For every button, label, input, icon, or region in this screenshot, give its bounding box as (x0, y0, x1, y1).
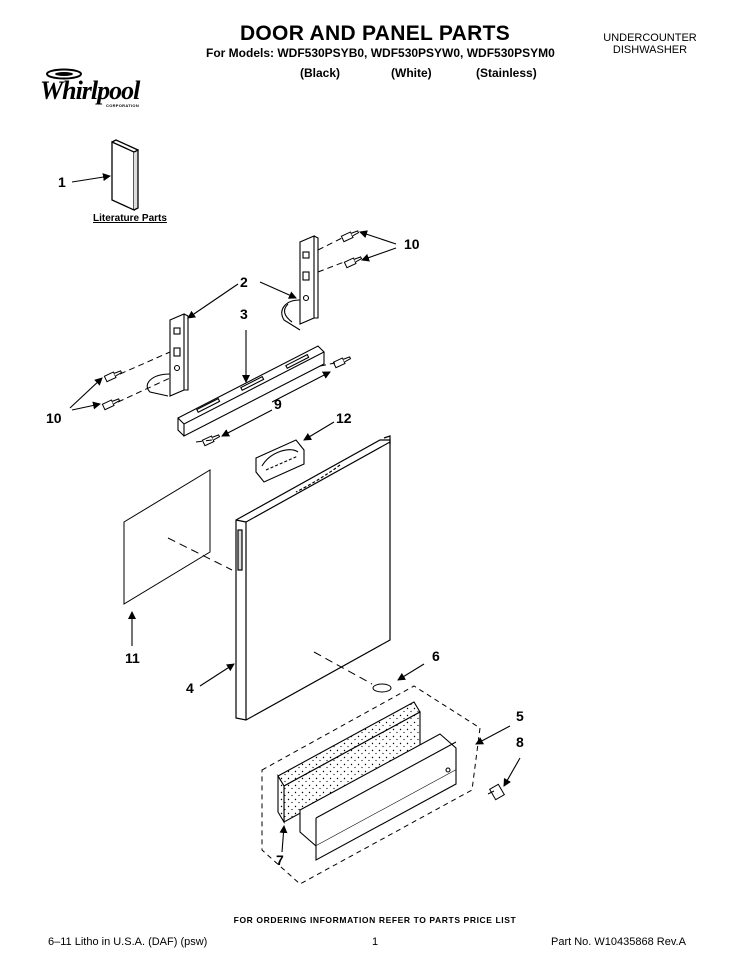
callout-3: 3 (240, 306, 248, 322)
callout-10-top: 10 (404, 236, 420, 252)
right-door-bracket (281, 235, 319, 331)
door-handle (255, 439, 305, 483)
variant-white: (White) (391, 66, 432, 80)
part-number: Part No. W10435868 Rev.A (551, 936, 686, 948)
callout-7: 7 (276, 852, 284, 868)
callout-8: 8 (516, 734, 524, 750)
toe-panel-screw (487, 783, 506, 801)
variant-black: (Black) (300, 66, 341, 80)
ordering-note: FOR ORDERING INFORMATION REFER TO PARTS … (233, 915, 517, 925)
page-title: DOOR AND PANEL PARTS (239, 22, 511, 45)
category-line-1: UNDERCOUNTER (603, 32, 697, 44)
model-list: For Models: WDF530PSYB0, WDF530PSYW0, WD… (206, 46, 555, 60)
toe-panel (299, 733, 457, 861)
logo-swirl-icon (46, 68, 82, 80)
literature-parts-book (111, 139, 139, 212)
callout-4: 4 (186, 680, 194, 696)
callout-1: 1 (58, 174, 66, 190)
callout-12: 12 (336, 410, 352, 426)
print-info: 6–11 Litho in U.S.A. (DAF) (psw) (48, 936, 208, 948)
callout-9: 9 (274, 396, 282, 412)
door-panel (235, 435, 391, 721)
callout-6: 6 (432, 648, 440, 664)
callout-leaders (69, 173, 521, 853)
toe-panel-assembly-outline (261, 685, 481, 885)
insulation-panel (123, 469, 233, 605)
left-door-bracket (146, 313, 189, 397)
callout-11: 11 (125, 650, 140, 666)
mounting-screws (101, 230, 363, 447)
literature-parts-label: Literature Parts (93, 213, 167, 224)
toe-panel-insulation (277, 701, 421, 824)
callout-10-left: 10 (46, 410, 62, 426)
variant-stainless: (Stainless) (476, 66, 537, 80)
screw-guide-lines (117, 237, 345, 443)
callout-2: 2 (240, 274, 248, 290)
brand-logo: Whirlpool (40, 76, 140, 105)
callout-5: 5 (516, 708, 524, 724)
mounting-rail (177, 345, 325, 437)
page-number: 1 (372, 936, 379, 948)
brand-corporation: CORPORATION (106, 103, 140, 108)
category-line-2: DISHWASHER (612, 44, 688, 56)
door-plug (313, 651, 392, 693)
